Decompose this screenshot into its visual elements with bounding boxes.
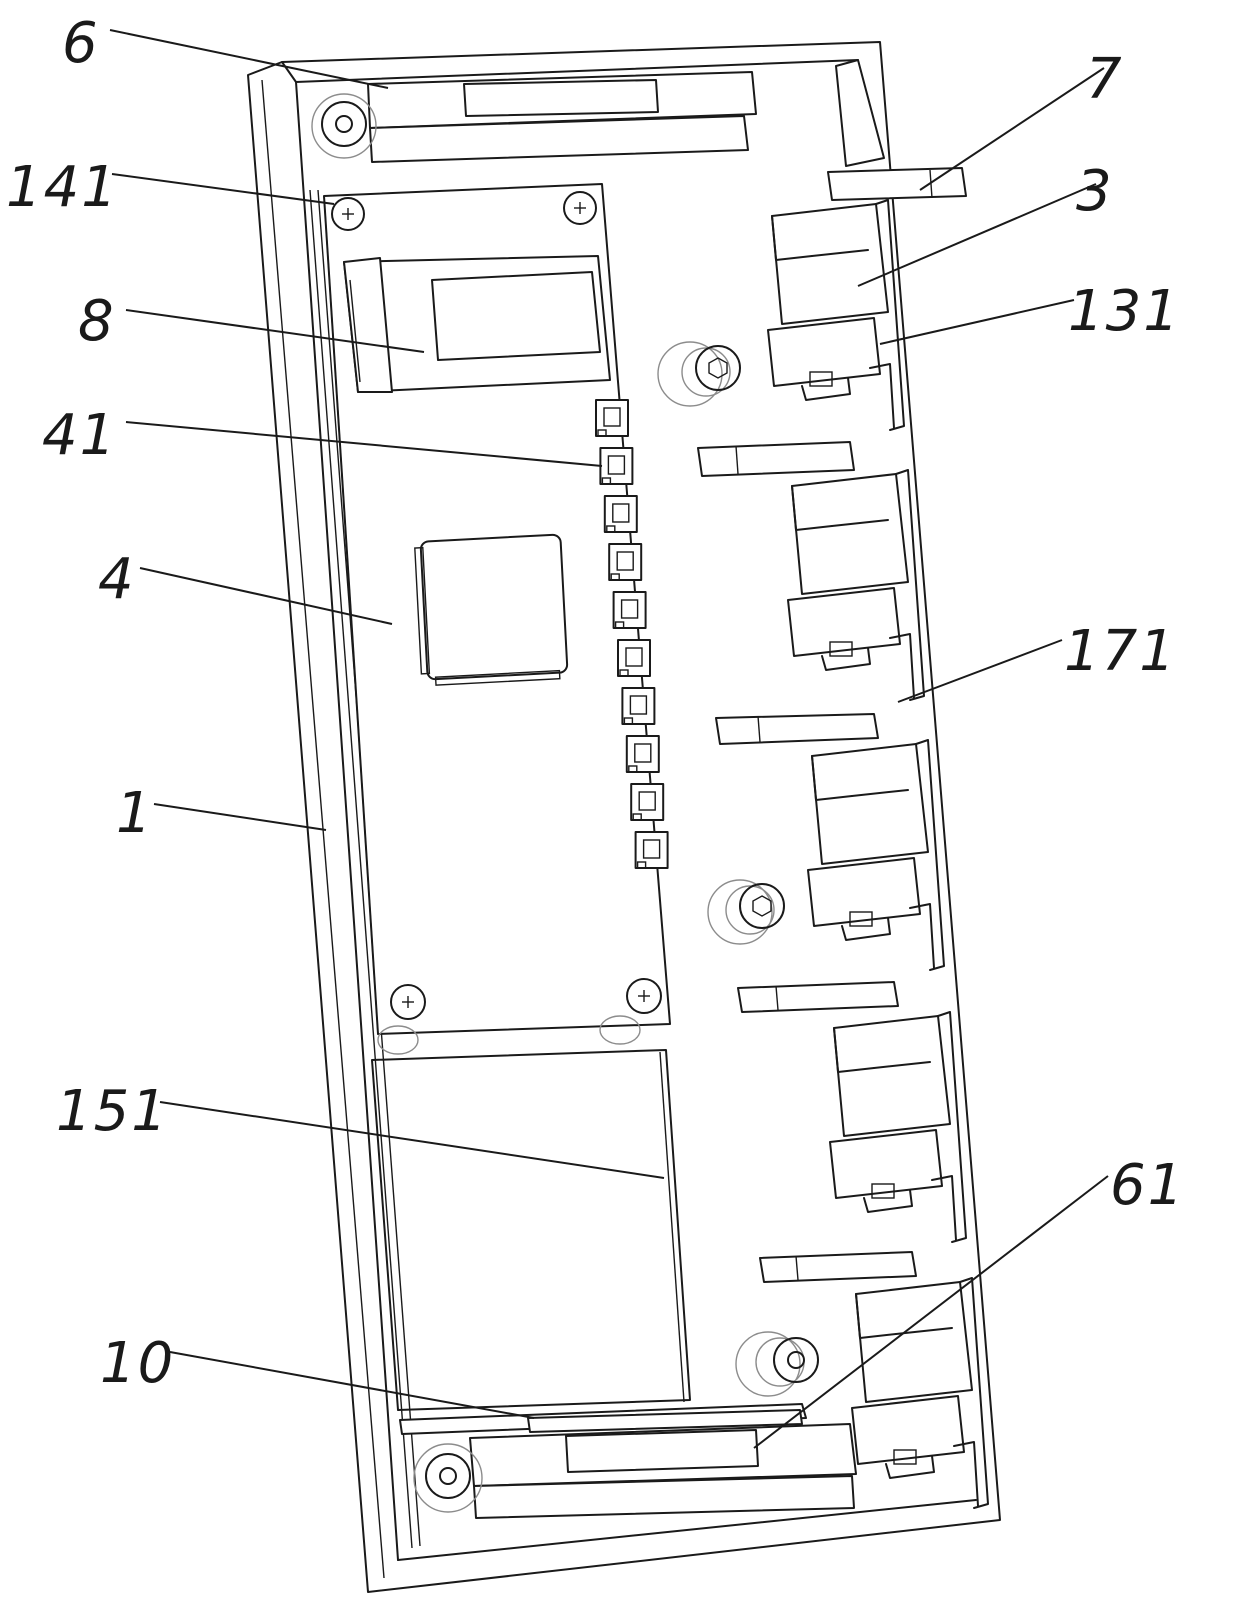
pin-connector (599, 447, 634, 485)
terminal-block (767, 199, 905, 431)
pin-connector (617, 639, 651, 677)
label-151: 151 (56, 1079, 169, 1144)
label-4: 4 (98, 547, 136, 612)
slot-bar-1 (697, 441, 855, 477)
label-1: 1 (116, 781, 154, 846)
pin-connector (634, 831, 669, 869)
label-10: 10 (100, 1331, 175, 1396)
lower-panel (371, 1015, 691, 1411)
leader-lines (109, 29, 1109, 1449)
board-screw-bottom-left (390, 984, 426, 1020)
ic-chip (414, 533, 569, 686)
pin-connector (603, 495, 638, 533)
label-131: 131 (1068, 279, 1181, 344)
terminal-block (807, 739, 945, 971)
standoff-upper (657, 341, 741, 407)
label-8: 8 (78, 289, 116, 354)
pin-connector (621, 687, 656, 725)
board-screw-top-left (331, 197, 365, 231)
label-171: 171 (1064, 619, 1177, 684)
slot-bar-2 (715, 713, 879, 745)
slot-bar-4 (759, 1251, 917, 1283)
terminal-block (787, 469, 925, 701)
pin-connector (630, 783, 665, 821)
terminal-block (851, 1277, 989, 1509)
pin-connector (612, 591, 647, 629)
standoff-lower (735, 1331, 819, 1397)
connector-column (595, 399, 669, 869)
pin-connector (595, 399, 629, 437)
label-41: 41 (42, 403, 117, 468)
pin-connector (625, 735, 660, 773)
top-bracket (311, 59, 885, 167)
terminal-blocks (767, 199, 989, 1509)
callout-labels: 6 141 8 41 4 1 151 10 7 3 131 171 61 (6, 11, 1185, 1396)
label-61: 61 (1110, 1153, 1185, 1218)
terminal-block (829, 1011, 967, 1243)
pcb-board (323, 183, 671, 1035)
standoff-middle (707, 879, 785, 945)
display-module (343, 255, 611, 393)
slot-bar-top (827, 167, 967, 201)
label-141: 141 (6, 155, 119, 220)
slot-bar-3 (737, 981, 899, 1013)
board-screw-top-right (563, 191, 597, 225)
label-6: 6 (62, 11, 100, 76)
pin-connector (608, 543, 643, 581)
label-3: 3 (1076, 159, 1114, 224)
board-screw-bottom-right (626, 978, 662, 1014)
bottom-bracket (399, 1403, 857, 1519)
label-7: 7 (1086, 47, 1124, 112)
